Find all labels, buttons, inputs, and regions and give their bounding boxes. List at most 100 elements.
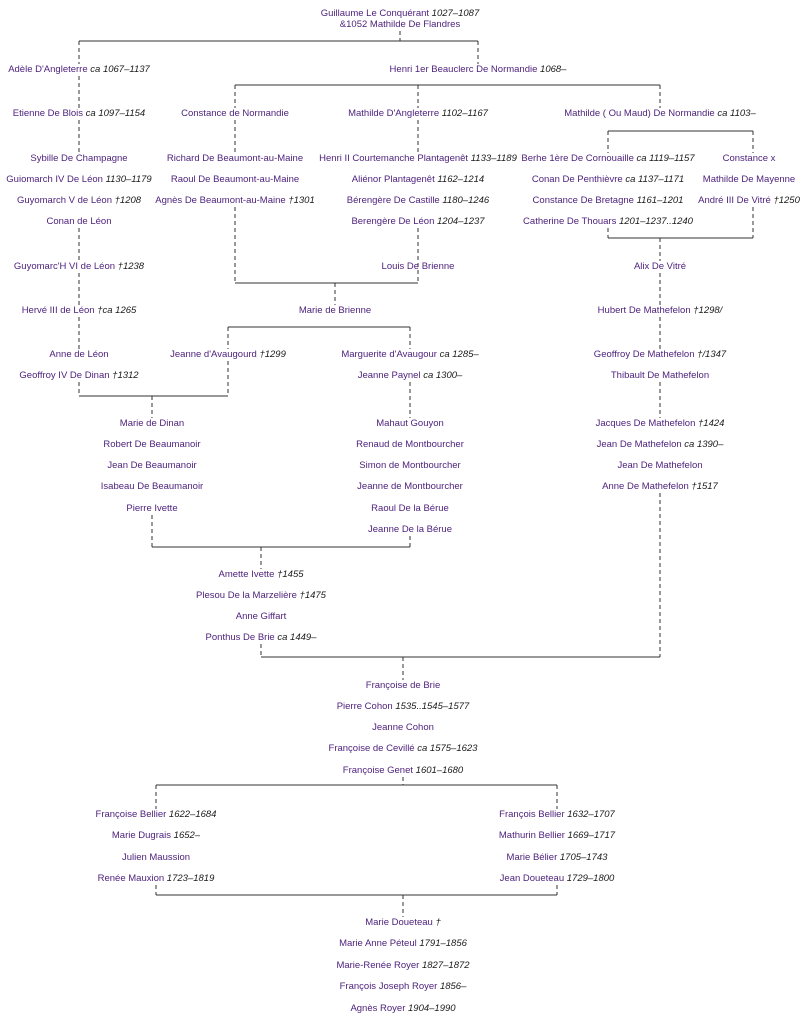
person-p51: Anne De Mathefelon †1517	[602, 481, 718, 493]
person-name: Marie-Renée Royer	[336, 960, 420, 971]
person-p75: François Joseph Royer 1856–	[340, 981, 467, 993]
person-name: Jean Doueteau	[499, 873, 565, 884]
person-p34: Jeanne d'Avaugourd †1299	[170, 349, 286, 361]
person-p38: Jeanne Paynel ca 1300–	[358, 370, 463, 382]
person-p20: Agnès De Beaumont-au-Maine †1301	[155, 195, 315, 207]
person-dates: 1535..1545–1577	[392, 701, 470, 712]
person-p66: Marie Dugrais 1652–	[112, 830, 200, 842]
person-p11: Henri II Courtemanche Plantagenêt 1133–1…	[319, 153, 517, 165]
person-dates: 1027–1087	[429, 8, 480, 19]
person-name: Jean De Beaumanoir	[107, 460, 197, 471]
person-dates: 1723–1819	[164, 873, 215, 884]
person-p25: Berengère De Léon 1204–1237	[351, 216, 484, 228]
person-name: Hervé III de Léon	[21, 305, 95, 316]
person-p71: Jean Doueteau 1729–1800	[500, 873, 615, 885]
person-dates: †	[432, 917, 441, 928]
person-p73: Marie Anne Péteul 1791–1856	[339, 938, 467, 950]
person-name: Ponthus De Brie	[205, 632, 275, 643]
person-p29: Alix De Vitré	[634, 261, 686, 273]
person-name: Pierre Ivette	[126, 503, 178, 514]
person-name: Raoul De Beaumont-au-Maine	[170, 174, 300, 185]
person-p62: Françoise de Cevillé ca 1575–1623	[329, 743, 478, 755]
person-dates: 1652–	[171, 830, 201, 841]
person-name: Marie de Brienne	[298, 305, 372, 316]
person-dates: ca 1390–	[681, 439, 724, 450]
person-name: Anne Giffart	[235, 611, 287, 622]
person-dates: †ca 1265	[94, 305, 137, 316]
person-p9: Sybille De Champagne	[30, 153, 127, 165]
person-dates: †1238	[115, 261, 145, 272]
person-p7: Mathilde D'Angleterre 1102–1167	[348, 108, 488, 120]
person-p12: Berhe 1ère De Cornouaille ca 1119–1157	[521, 153, 694, 165]
person-name: Mathilde ( Ou Maud) De Normandie	[564, 108, 715, 119]
person-dates: ca 1300–	[420, 370, 463, 381]
person-p61: Jeanne Cohon	[372, 722, 434, 734]
person-name: Simon de Montbourcher	[359, 460, 461, 471]
person-name: Agnès De Beaumont-au-Maine	[155, 195, 286, 206]
person-name: Renée Mauxion	[97, 873, 165, 884]
person-name: Françoise de Cevillé	[328, 743, 415, 754]
person-p45: Jean De Mathefelon ca 1390–	[597, 439, 724, 451]
person-dates: 1161–1201	[633, 195, 684, 206]
person-dates: ca 1119–1157	[633, 153, 695, 164]
person-name: Richard De Beaumont-au-Maine	[166, 153, 304, 164]
person-dates: 1162–1214	[434, 174, 485, 185]
person-name: Constance x	[722, 153, 776, 164]
person-p10: Richard De Beaumont-au-Maine	[167, 153, 303, 165]
person-dates: 1729–1800	[564, 873, 615, 884]
person-dates: †1250	[770, 195, 800, 206]
person-p74: Marie-Renée Royer 1827–1872	[336, 960, 469, 972]
person-p16: Aliénor Plantagenêt 1162–1214	[352, 174, 484, 186]
person-p70: Renée Mauxion 1723–1819	[98, 873, 215, 885]
person-name: Mahaut Gouyon	[376, 418, 444, 429]
person-name: Constance De Bretagne	[532, 195, 634, 206]
person-dates: †1299	[256, 349, 286, 360]
person-p24: Conan de Léon	[47, 216, 112, 228]
person-name: Guiomarch IV De Léon	[6, 174, 103, 185]
person-dates: ca 1097–1154	[83, 108, 146, 119]
person-p3: Adèle D'Angleterre ca 1067–1137	[8, 64, 150, 76]
person-p19: Guyomarch V de Léon †1208	[17, 195, 141, 207]
person-p68: Julien Maussion	[122, 852, 190, 864]
person-p50: Jeanne de Montbourcher	[357, 481, 463, 493]
person-dates: 1791–1856	[416, 938, 467, 949]
person-name: Raoul De la Bérue	[371, 503, 449, 514]
person-name: Alix De Vitré	[633, 261, 687, 272]
person-name: Sybille De Champagne	[30, 153, 128, 164]
person-p15: Raoul De Beaumont-au-Maine	[171, 174, 299, 186]
person-dates: †/1347	[694, 349, 727, 360]
person-p18: Mathilde De Mayenne	[703, 174, 795, 186]
person-name: Henri II Courtemanche Plantagenêt	[319, 153, 469, 164]
person-p21: Bérengère De Castille 1180–1246	[347, 195, 489, 207]
person-p22: Constance De Bretagne 1161–1201	[533, 195, 684, 207]
person-name: Guillaume Le Conquérant	[320, 8, 430, 19]
person-dates: †1475	[296, 590, 326, 601]
person-p56: Plesou De la Marzelière †1475	[196, 590, 326, 602]
person-name: Catherine De Thouars	[523, 216, 617, 227]
person-p4: Henri 1er Beauclerc De Normandie 1068–	[390, 64, 567, 76]
person-p44: Renaud de Montbourcher	[356, 439, 464, 451]
person-p41: Mahaut Gouyon	[376, 418, 444, 430]
person-dates: ca 1285–	[436, 349, 479, 360]
person-p42: Jacques De Mathefelon †1424	[596, 418, 725, 430]
person-name: Marie Anne Péteul	[339, 938, 417, 949]
person-dates: 1622–1684	[166, 809, 217, 820]
person-p64: Françoise Bellier 1622–1684	[96, 809, 217, 821]
person-dates: ca 1449–	[274, 632, 317, 643]
person-dates: ca 1575–1623	[414, 743, 478, 754]
person-p17: Conan De Penthièvre ca 1137–1171	[532, 174, 684, 186]
person-dates: †1312	[109, 370, 139, 381]
person-name: Jeanne d'Avaugourd	[170, 349, 257, 360]
person-name: Mathilde D'Angleterre	[348, 108, 440, 119]
person-p23: André III De Vitré †1250	[698, 195, 800, 207]
person-name: Agnès Royer	[350, 1003, 406, 1014]
person-name: Thibault De Mathefelon	[610, 370, 710, 381]
person-p54: Jeanne De la Bérue	[368, 524, 452, 536]
person-name: Françoise Genet	[342, 765, 414, 776]
person-p33: Anne de Léon	[49, 349, 108, 361]
person-p40: Marie de Dinan	[120, 418, 184, 430]
person-p6: Constance de Normandie	[181, 108, 289, 120]
person-name: Marie Doueteau	[365, 917, 433, 928]
